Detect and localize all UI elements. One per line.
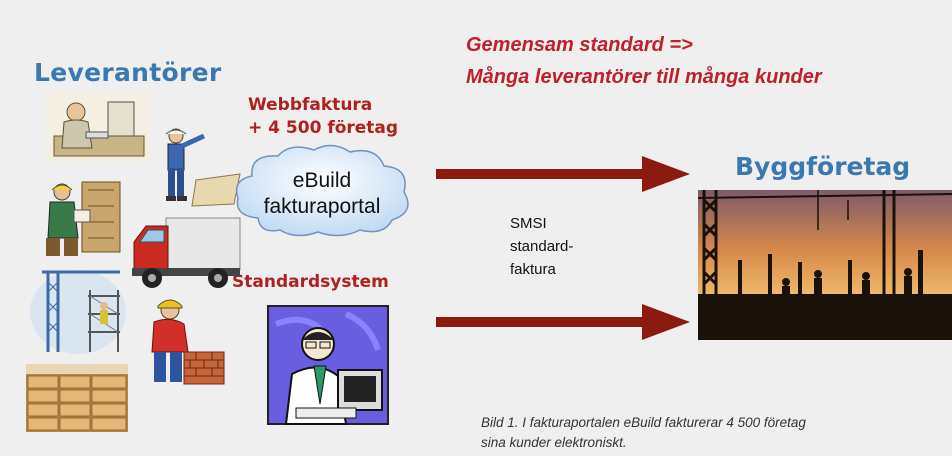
crane-scaffold-clipart — [30, 270, 126, 354]
cloud-label: eBuild fakturaportal — [238, 168, 406, 220]
bricklayer-clipart — [151, 299, 225, 385]
suppliers-heading: Leverantörer — [34, 58, 222, 87]
tagline-line2: Många leverantörer till många kunder — [466, 66, 822, 88]
webbfaktura-label: Webbfaktura + 4 500 företag — [248, 94, 398, 140]
computer-user-clipart — [267, 305, 389, 425]
office-worker-clipart — [46, 92, 150, 162]
smsi-line1: SMSI — [510, 215, 547, 232]
arrow-top — [436, 156, 690, 192]
cloud-line2: fakturaportal — [263, 195, 381, 218]
lumber-stack-photo — [26, 364, 128, 432]
construction-companies-heading: Byggföretag — [735, 152, 911, 181]
figure-caption: Bild 1. I fakturaportalen eBuild fakture… — [481, 413, 951, 453]
standardsystem-label: Standardsystem — [232, 272, 389, 292]
webbfaktura-line1: Webbfaktura — [248, 95, 373, 115]
smsi-line3: faktura — [510, 261, 556, 278]
delivery-truck-clipart — [132, 217, 241, 288]
architect-clipart — [46, 181, 121, 256]
caption-line1: Bild 1. I fakturaportalen eBuild fakture… — [481, 415, 806, 430]
tagline-line1: Gemensam standard => — [466, 34, 693, 56]
cloud-line1: eBuild — [292, 169, 352, 192]
smsi-line2: standard- — [510, 238, 574, 255]
webbfaktura-line2: + 4 500 företag — [248, 118, 399, 138]
ebuild-cloud — [235, 144, 409, 237]
construction-site-photo — [698, 190, 952, 340]
arrow-bottom — [436, 304, 690, 340]
caption-line2: sina kunder elektroniskt. — [481, 435, 627, 450]
smsi-label: SMSI standard- faktura — [510, 212, 573, 281]
surveyor-clipart — [165, 128, 241, 207]
